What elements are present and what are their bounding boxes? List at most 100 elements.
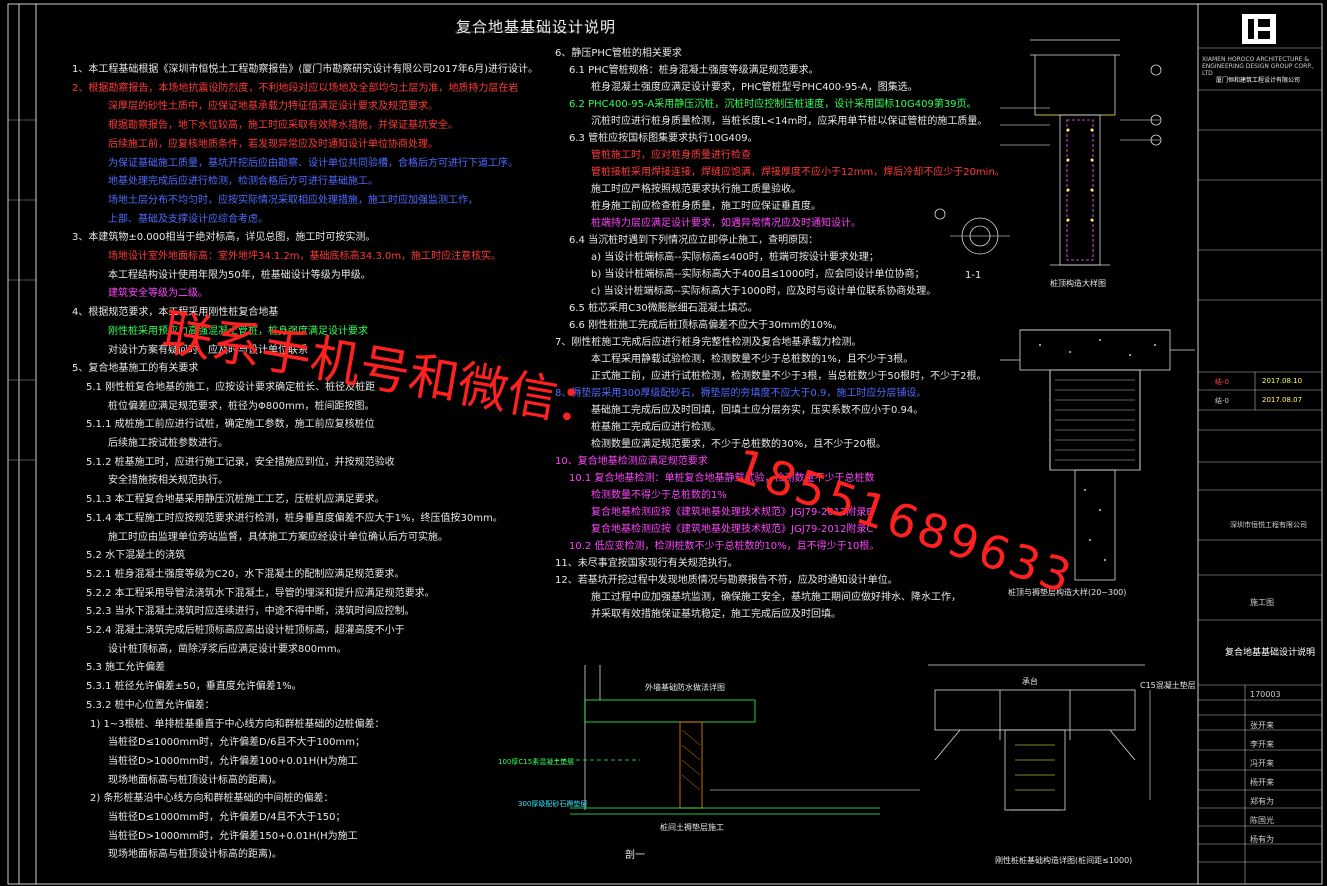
company-logo [1242, 14, 1276, 44]
note-line: 11、未尽事宜按国家现行有关规范执行。 [555, 558, 738, 569]
note-line: 5.2.3 当水下混凝土浇筑时应连续进行，中途不得中断，浇筑时间应控制。 [86, 606, 415, 618]
note-line: 5.1.1 成桩施工前应进行试桩，确定施工参数，施工前应复核桩位 [86, 419, 375, 431]
section-name: 剖一 [625, 850, 645, 861]
drawing-number: 170003 [1250, 690, 1281, 699]
cap-detail [1000, 329, 1195, 581]
note-line: 施工时应由监理单位旁站监督，具体施工方案应经设计单位确认后方可实施。 [108, 531, 448, 543]
note-line: c) 当设计桩端标高--实际标高大于1000时，应及时与设计单位联系协商处理。 [591, 286, 937, 297]
note-line: 5.2 水下混凝土的浇筑 [86, 550, 186, 562]
title-block-person: 张开来 [1250, 721, 1274, 730]
note-line: 并采取有效措施保证基坑稳定，施工完成后应及时回填。 [591, 609, 841, 620]
revision-2-mark: 结-0 [1215, 397, 1229, 405]
note-line: 4、根据规范要求，本工程采用刚性桩复合地基 [72, 307, 279, 319]
title-block-person: 杨有为 [1250, 835, 1274, 844]
section-label-1-1: 1-1 [965, 270, 982, 281]
note-line: 1) 1~3根桩、单排桩基垂直于中心线方向和群桩基础的边桩偏差： [90, 718, 385, 730]
note-line: 5.1 刚性桩复合地基的施工，应按设计要求确定桩长、桩径及桩距 [86, 381, 376, 393]
note-line: 复合地基检测应按《建筑地基处理技术规范》JGJ79-2012附录B [591, 507, 874, 518]
note-line: 当桩径D>1000mm时，允许偏差150+0.01H(H为施工 [108, 830, 358, 842]
foundation-section [928, 664, 1151, 811]
cushion-detail-label: 桩顶与褥垫层构造大样(20~300) [1008, 588, 1127, 597]
note-line: 7、刚性桩施工完成后应进行桩身完整性检测及复合地基承载力检测。 [555, 337, 862, 348]
column-note: 桩间土褥垫层施工 [660, 823, 724, 832]
pile-detail-label: 桩顶构造大样图 [1050, 279, 1106, 288]
right-note: 刚性桩桩基础构造详图(桩间距≤1000) [995, 856, 1133, 865]
note-line: 10、复合地基检测应满足规范要求 [555, 456, 708, 467]
note-line: 上部、基础及支撑设计应综合考虑。 [108, 213, 268, 225]
note-line: 5.3.1 桩径允许偏差±50，垂直度允许偏差1%。 [86, 681, 302, 693]
c15-label: C15混凝土垫层 [1140, 681, 1196, 690]
note-line: 正式施工前，应进行试桩检测，检测数量不少于3根，当总桩数少于50根时，不少于2根… [591, 371, 987, 382]
note-line: 设计桩顶标高，凿除浮浆后应满足设计要求800mm。 [108, 643, 347, 655]
drawing-title: 复合地基基础设计说明 [456, 18, 617, 36]
note-line: 6.4 当沉桩时遇到下列情况应立即停止施工，查明原因： [569, 235, 819, 246]
note-line: 10.1 复合地基检测：单桩复合地基静载试验，检测数量不少于总桩数 [569, 473, 875, 484]
note-line: 本工程采用静载试验检测，检测数量不少于总桩数的1%，且不少于3根。 [591, 354, 914, 365]
cushion-300-label: 300厚级配砂石褥垫层 [518, 800, 588, 808]
note-line: 现场地面标高与桩顶设计标高的距离)。 [108, 849, 282, 861]
note-line: 6.3 管桩应按国标图集要求执行10G409。 [569, 133, 758, 144]
note-line: 当桩径D>1000mm时，允许偏差100+0.01H(H为施工 [108, 755, 358, 767]
cap-label: 承台 [1022, 677, 1038, 686]
company-english-name: XIAMEN HOROCO ARCHITECTURE & ENGINEERING… [1202, 56, 1314, 77]
title-block-person: 郑有为 [1250, 797, 1274, 806]
note-line: 检测数量不得少于总桩数的1% [591, 490, 727, 501]
note-line: b) 当设计桩端标高--实际标高大于400且≤1000时，应会同设计单位协商； [591, 269, 925, 280]
note-line: 桩基施工完成后应进行检测。 [591, 422, 721, 433]
cushion-100-label: 100厚C15素混凝土垫层 [498, 758, 575, 766]
note-line: 5.1.3 本工程复合地基采用静压沉桩施工工艺，压桩机应满足要求。 [86, 494, 385, 506]
note-line: 基础施工完成后应及时回填，回填土应分层夯实，压实系数不应小于0.94。 [591, 405, 924, 416]
note-line: 后续施工按试桩参数进行。 [108, 438, 228, 449]
note-line: 地基处理完成后应进行检测，检测合格后方可进行基础施工。 [108, 176, 378, 188]
note-line: 5.3 施工允许偏差 [86, 662, 166, 674]
note-line: 管桩接桩采用焊接连接，焊缝应饱满，焊接厚度不应小于12mm，焊后冷却不应少于20… [591, 167, 1005, 178]
note-line: 场地土层分布不均匀时，应按实际情况采取相应处理措施，施工时应加强监测工作， [108, 194, 478, 206]
note-line: 6.2 PHC400-95-A采用静压沉桩，沉桩时应控制压桩速度，设计采用国标1… [569, 99, 977, 110]
outer-wall-note: 外墙基础防水做法详图 [645, 683, 725, 692]
revision-2-date: 2017.08.07 [1262, 396, 1303, 404]
note-line: 深厚层的砂性土质中，应保证地基承载力特征值满足设计要求及规范要求。 [108, 101, 438, 113]
note-line: 根据勘察报告，地下水位较高，施工时应采取有效降水措施，并保证基坑安全。 [108, 120, 458, 132]
note-line: 6.5 桩芯采用C30微膨胀细石混凝土填芯。 [569, 303, 758, 314]
note-line: 桩端持力层应满足设计要求，如遇异常情况应及时通知设计。 [591, 218, 861, 229]
note-line: 10.2 低应变检测，检测桩数不少于总桩数的10%，且不得少于10根。 [569, 541, 880, 552]
revision-1-date: 2017.08.10 [1262, 377, 1303, 385]
note-line: 8、褥垫层采用300厚级配砂石，褥垫层的夯填度不应大于0.9，施工时应分层铺设。 [555, 388, 927, 399]
note-line: 场地设计室外地面标高：室外地坪34.1.2m，基础底标高34.3.0m，施工时应… [108, 251, 502, 262]
note-line: 为保证基础施工质量，基坑开挖后应由勘察、设计单位共同验槽，合格后方可进行下道工序… [108, 157, 518, 169]
title-block-person: 陈国光 [1250, 816, 1274, 825]
note-line: 5.2.4 混凝土浇筑完成后桩顶标高应高出设计桩顶标高，超灌高度不小于 [86, 625, 405, 636]
note-line: 6.6 刚性桩施工完成后桩顶标高偏差不应大于30mm的10%。 [569, 320, 843, 331]
note-line: 12、若基坑开挖过程中发现地质情况与勘察报告不符，应及时通知设计单位。 [555, 575, 898, 586]
note-line: 桩身施工前应检查桩身质量，施工时应保证垂直度。 [591, 201, 821, 212]
title-block-drawing-title: 复合地基基础设计说明 [1225, 648, 1316, 658]
note-line: 本工程结构设计使用年限为50年，桩基础设计等级为甲级。 [108, 269, 371, 281]
note-line: 施工时应严格按照规范要求执行施工质量验收。 [591, 184, 801, 195]
note-line: 3、本建筑物±0.000相当于绝对标高，详见总图，施工时可按实测。 [72, 232, 376, 244]
note-line: 当桩径D≤1000mm时，允许偏差D/4且不大于150； [108, 812, 346, 823]
note-line: 当桩径D≤1000mm时，允许偏差D/6且不大于100mm； [108, 737, 366, 749]
note-line: 建筑安全等级为二级。 [108, 288, 208, 300]
note-line: 刚性桩采用预应力高强混凝土管桩，桩身强度满足设计要求 [108, 325, 368, 337]
note-line: 5.1.2 桩基施工时，应进行施工记录，安全措施应到位，并按规范验收 [86, 456, 395, 468]
title-block-person: 杨开来 [1250, 778, 1274, 787]
note-line: 沉桩时应进行桩身质量检测，当桩长度L<14m时，应采用单节桩以保证管桩的施工质量… [591, 116, 988, 127]
company-chinese-name: 厦门恒和建筑工程设计有限公司 [1216, 77, 1301, 84]
project-name: 深圳市恒悦工程有限公司 [1230, 521, 1307, 529]
note-line: 1、本工程基础根据《深圳市恒悦土工程勘察报告》(厦门市勘察研究设计有限公司201… [72, 64, 538, 75]
note-line: 现场地面标高与桩顶设计标高的距离)。 [108, 774, 282, 786]
note-line: 后续施工前，应复核地质条件，若发现异常应及时通知设计单位协商处理。 [108, 138, 438, 150]
note-line: 5.2.2 本工程采用导管法浇筑水下混凝土，导管的埋深和提升应满足规范要求。 [86, 587, 435, 599]
note-line: 桩身混凝土强度应满足设计要求，PHC管桩型号PHC400-95-A，图集选。 [591, 82, 918, 93]
note-line: 桩位偏差应满足规范要求，桩径为Φ800mm，桩间距按图。 [108, 400, 375, 412]
note-line: 安全措施按相关规范执行。 [108, 475, 228, 487]
note-line: 管桩施工时，应对桩身质量进行检查 [591, 150, 751, 161]
note-line: 6、静压PHC管桩的相关要求 [555, 48, 682, 59]
title-block-person: 李开来 [1250, 740, 1274, 749]
note-line: 复合地基检测应按《建筑地基处理技术规范》JGJ79-2012附录C [591, 524, 874, 535]
wall-section [555, 665, 920, 815]
note-line: 2) 条形桩基沿中心线方向和群桩基础的中间桩的偏差： [90, 793, 334, 805]
note-line: 5.1.4 本工程施工时应按规范要求进行检测，桩身垂直度偏差不应大于1%，终压值… [86, 512, 503, 524]
stage-label: 施工图 [1250, 598, 1274, 607]
